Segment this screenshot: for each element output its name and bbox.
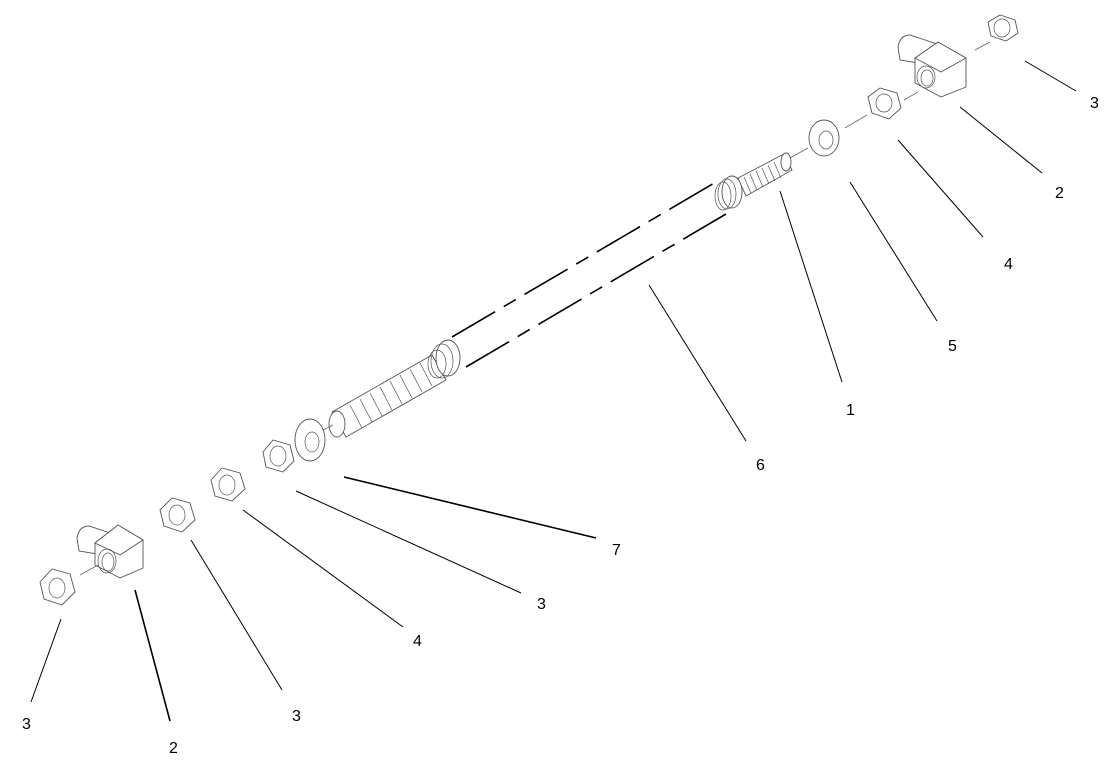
callout-2-bottom: 2 xyxy=(169,740,178,757)
callout-3-bottom-left: 3 xyxy=(22,716,31,733)
upper-threaded-end-1 xyxy=(714,152,793,211)
top-hex-nut-3 xyxy=(987,14,1019,42)
lower-elbow-fitting-2 xyxy=(76,524,144,579)
callout-3-lower: 3 xyxy=(292,708,301,725)
lower-hex-nut-4 xyxy=(210,467,246,502)
lower-hex-nut-3a xyxy=(262,439,295,473)
callout-1: 1 xyxy=(846,402,855,419)
lower-hex-nut-3b xyxy=(159,497,196,533)
lower-threaded-rod xyxy=(328,339,461,438)
callout-5: 5 xyxy=(948,338,957,355)
lower-hex-nut-3c xyxy=(39,568,76,606)
top-elbow-fitting-2 xyxy=(897,34,967,98)
callout-7: 7 xyxy=(612,542,621,559)
callout-4-bottom: 4 xyxy=(413,633,422,650)
callout-4-top: 4 xyxy=(1004,256,1013,273)
lower-washer-7 xyxy=(294,418,326,462)
callout-6: 6 xyxy=(756,457,765,474)
callout-2-top: 2 xyxy=(1055,185,1064,202)
callout-3-mid: 3 xyxy=(537,596,546,613)
top-hex-nut-4 xyxy=(867,87,902,120)
callout-3-top: 3 xyxy=(1090,95,1099,112)
leader-lines xyxy=(30,60,1077,722)
top-washer-5 xyxy=(808,119,840,157)
